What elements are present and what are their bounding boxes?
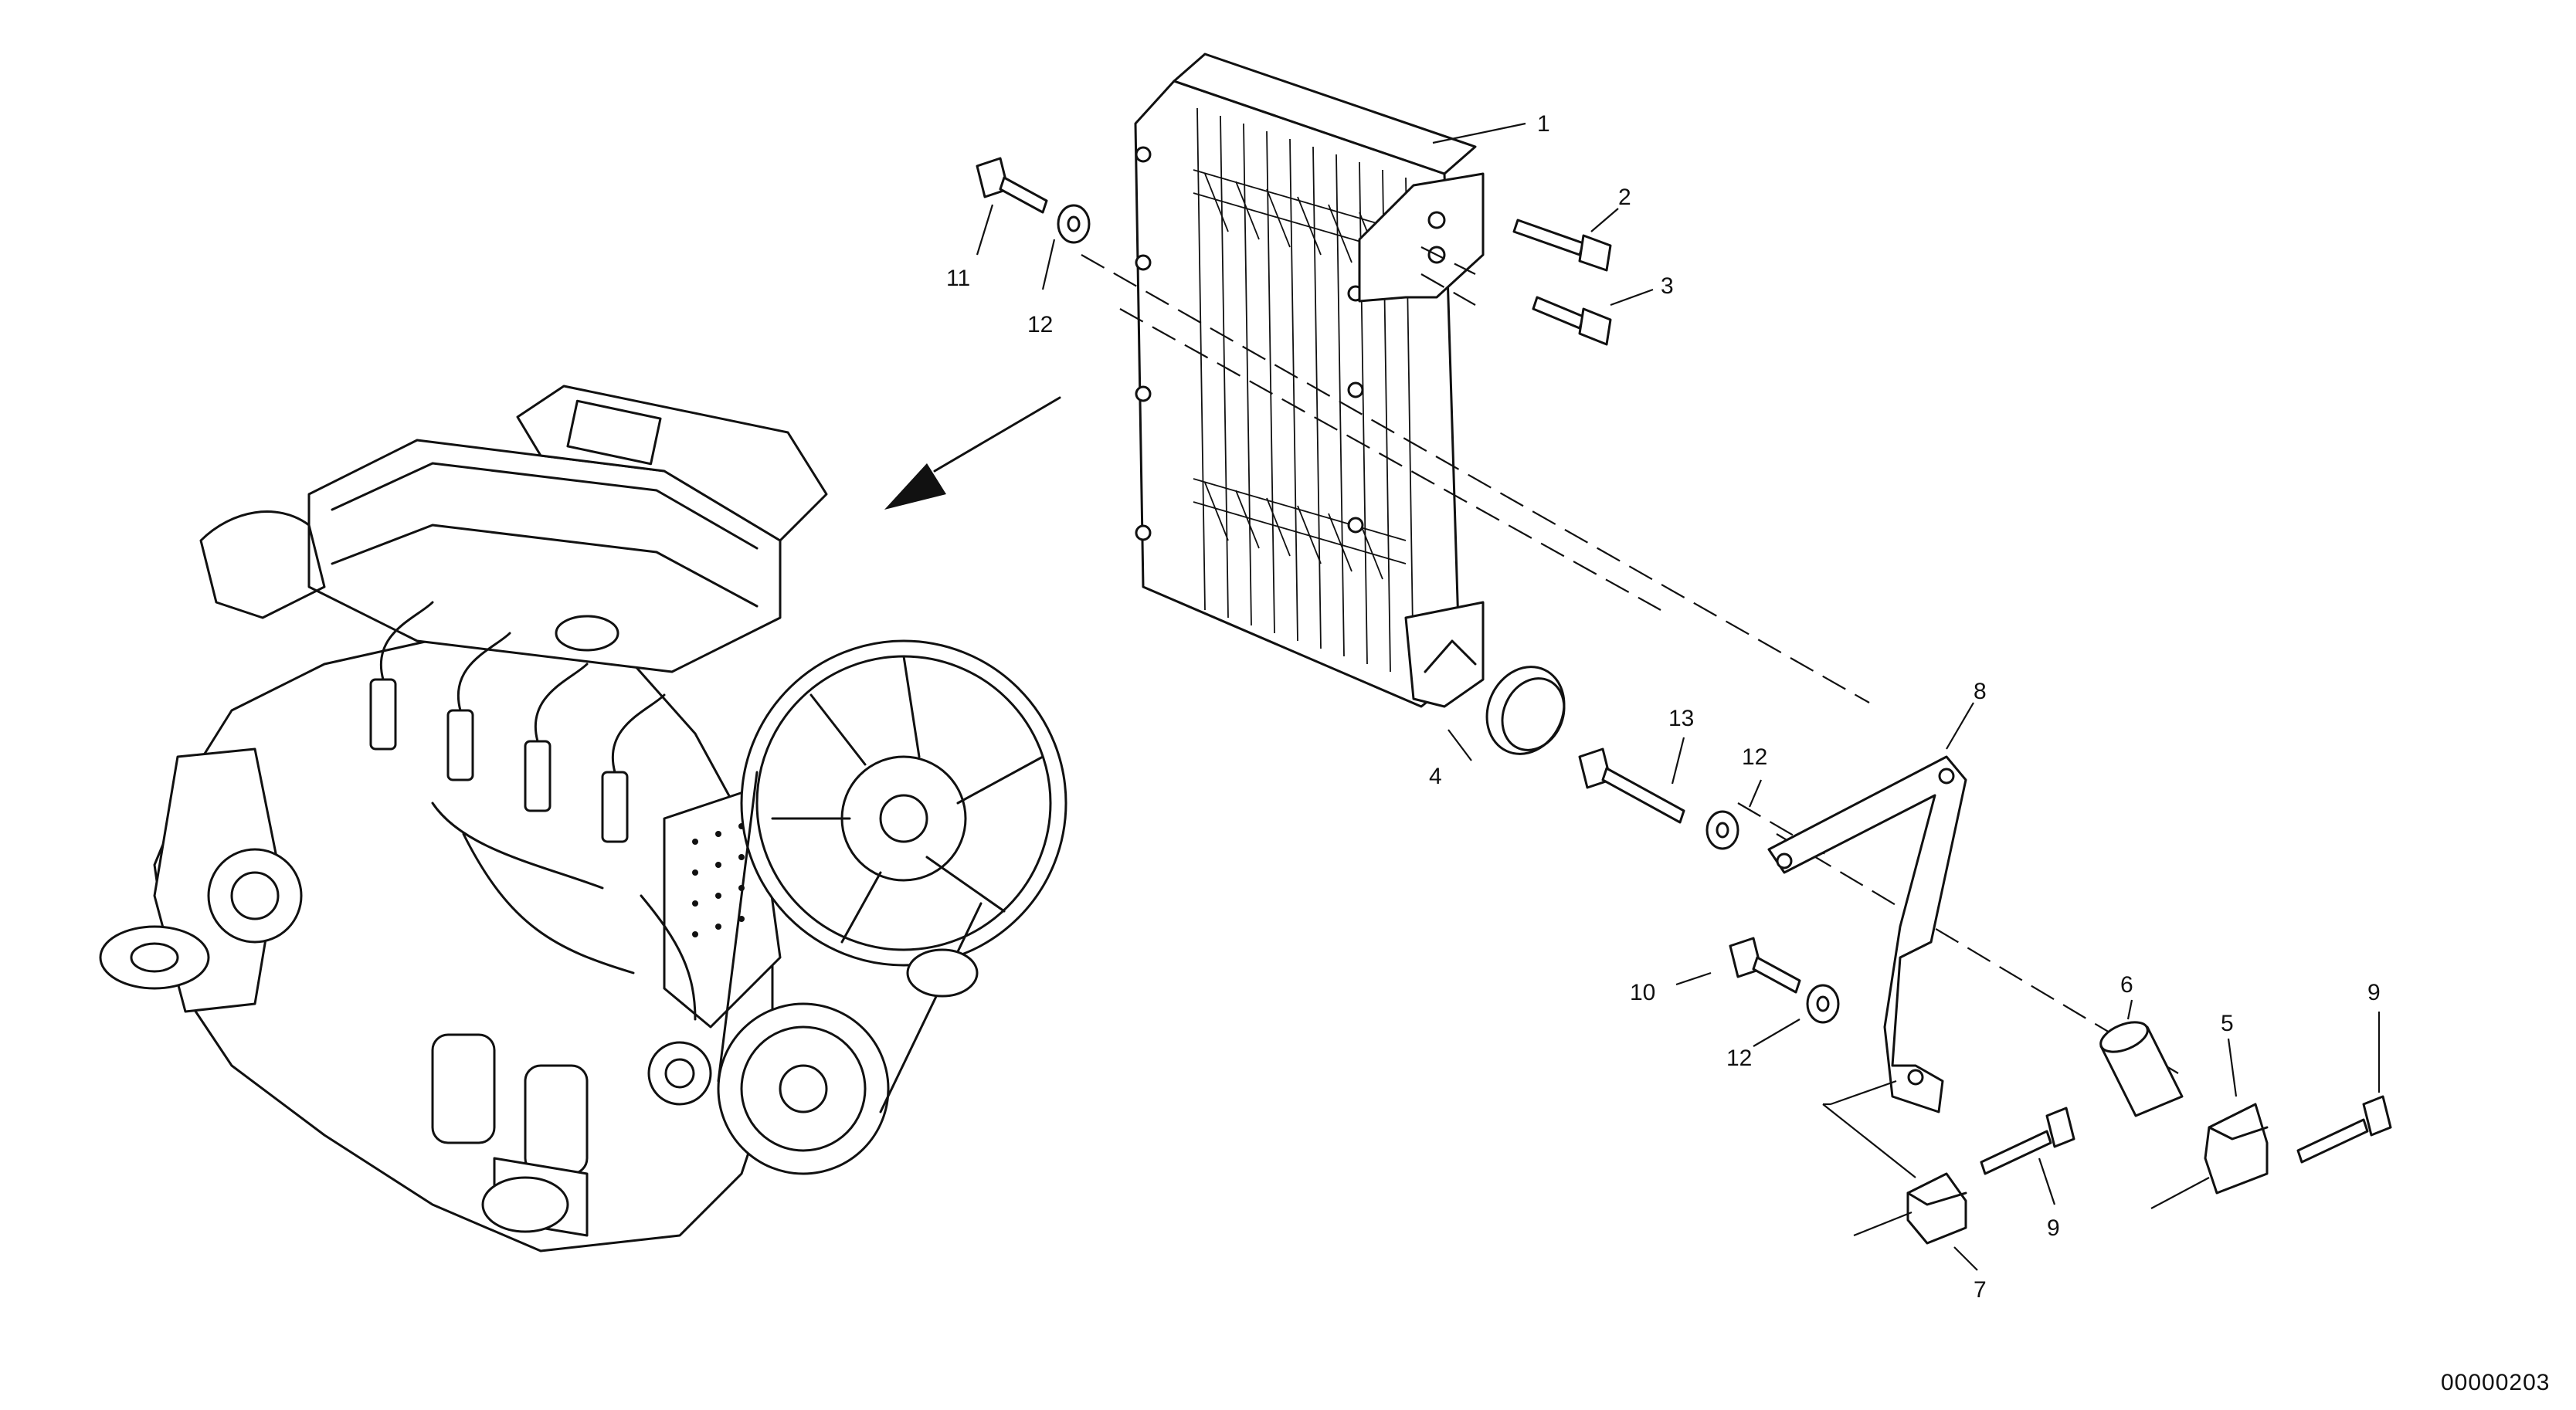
- ring-item-4: [1485, 666, 1566, 755]
- callout-7: 7: [1974, 1277, 1987, 1303]
- callout-9-right: 9: [2367, 980, 2381, 1005]
- callout-3: 3: [1661, 273, 1674, 299]
- leader-lines: [976, 122, 2381, 1271]
- callout-5: 5: [2221, 1011, 2234, 1036]
- assembly-direction-arrow: [884, 396, 1061, 510]
- bolt-item-11: [976, 157, 1048, 214]
- callout-11: 11: [946, 266, 970, 291]
- callout-1: 1: [1537, 111, 1550, 137]
- callout-labels: 1 2 3 4 11 12 13 12 8 10 12 6 5 9 9 7: [946, 111, 2381, 1303]
- callout-12-lower: 12: [1726, 1046, 1752, 1071]
- callout-10: 10: [1630, 980, 1655, 1005]
- callout-4: 4: [1429, 764, 1442, 789]
- block-item-7: [1906, 1172, 1967, 1245]
- callout-9-lower: 9: [2047, 1215, 2060, 1241]
- bushing-item-6: [2099, 1021, 2184, 1117]
- oil-cooler: [1134, 53, 1485, 708]
- engine-illustration: [99, 385, 1067, 1252]
- callout-13: 13: [1668, 706, 1694, 731]
- washer-item-12-middle: [1705, 810, 1739, 850]
- bolt-item-9-right: [2296, 1095, 2392, 1164]
- bolt-item-13: [1578, 747, 1685, 824]
- injector-row: [369, 601, 666, 843]
- bolt-item-9-lower: [1980, 1107, 2075, 1175]
- callout-12-middle: 12: [1742, 744, 1767, 770]
- callout-12-top: 12: [1027, 312, 1053, 337]
- bolt-item-2: [1512, 219, 1612, 272]
- block-item-5: [2204, 1103, 2269, 1195]
- bolt-item-3: [1532, 296, 1612, 346]
- bolt-item-10: [1729, 937, 1801, 994]
- bracket-item-8: [1767, 755, 1967, 1113]
- callout-2: 2: [1618, 185, 1631, 210]
- callout-6: 6: [2120, 972, 2133, 998]
- washer-item-12-top: [1057, 204, 1091, 244]
- washer-item-12-lower: [1806, 984, 1840, 1024]
- drawing-number: 00000203: [2441, 1370, 2550, 1395]
- callout-8: 8: [1974, 679, 1987, 704]
